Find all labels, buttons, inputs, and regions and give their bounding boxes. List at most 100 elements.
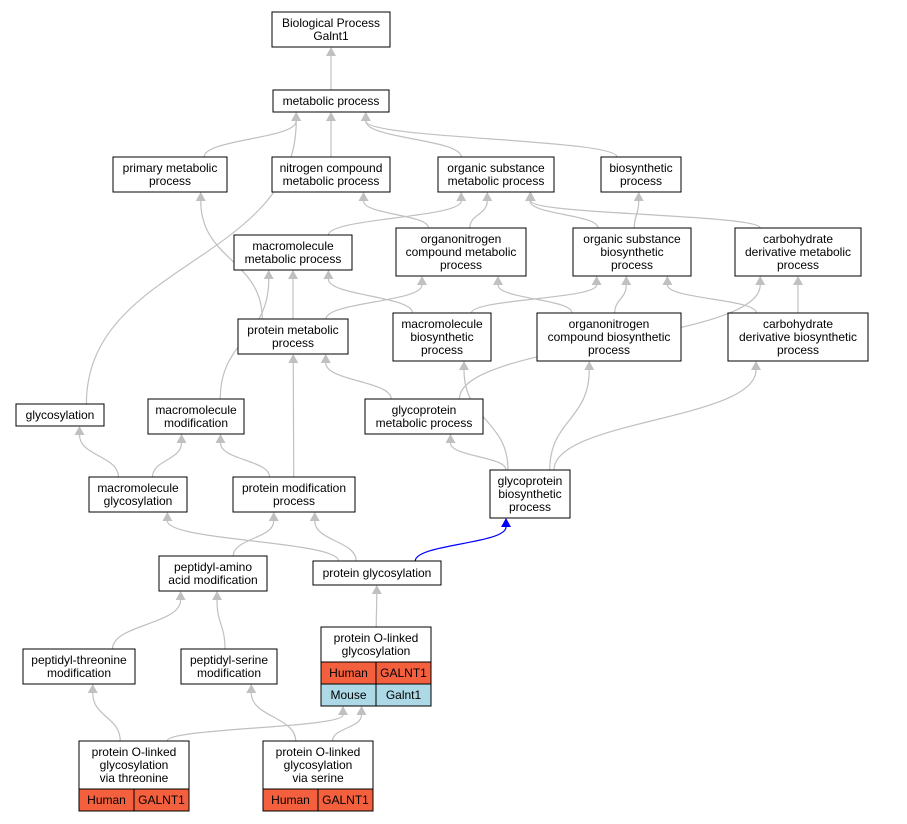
arrow-head-icon [326,112,336,121]
term-box [147,398,245,435]
term-label-line: macromolecule [401,317,483,331]
term-box [237,318,349,355]
arrow-head-icon [320,354,331,363]
edge-pols-to-psm [246,684,297,742]
edge-line [325,284,423,320]
term-box [536,312,682,362]
term-box [271,156,391,193]
term-label-line: process [421,343,463,357]
term-label-line: via serine [292,771,344,785]
term-label-line: modification [197,666,261,680]
term-label-line: biosynthetic [600,245,663,259]
term-box [489,469,571,519]
term-label-line: glycosylation [342,644,411,658]
edge-line [614,284,627,314]
edge-pmodp-to-mm [215,434,271,478]
term-label-line: organonitrogen [569,317,650,331]
go-term-pg[interactable]: protein glycosylation [312,560,442,586]
gene-cell [133,788,190,812]
term-box [158,555,268,592]
term-label-line: peptidyl-amino [174,560,252,574]
arrow-head-icon [358,192,369,201]
arrow-head-icon [215,434,226,443]
edge-cdbp-to-cdmp [793,276,803,314]
term-label-line: process [273,494,315,508]
edge-line [314,520,357,562]
term-label-line: process [777,343,819,357]
arrow-head-icon [371,585,382,594]
edge-oncbp-to-oncmp [493,276,573,314]
go-term-mp[interactable]: metabolic process [272,89,390,113]
term-label-line: primary metabolic [123,161,218,175]
term-label-line: Biological Process [282,16,380,30]
term-label-line: protein O-linked [276,745,361,759]
term-box [232,476,356,513]
term-box [734,227,862,277]
term-label-line: modification [164,416,228,430]
term-label-line: glycoprotein [392,403,457,417]
term-label-line: process [272,336,314,350]
term-label-line: glycosylation [104,494,173,508]
term-box [272,89,390,113]
arrow-head-icon [417,276,427,285]
edge-line [497,284,573,314]
edge-pol-to-pg [371,585,382,628]
edge-psm-to-pam [212,591,226,650]
term-box [312,560,442,586]
edge-line [111,599,182,650]
edge-line [203,120,297,158]
term-label-line: protein glycosylation [323,566,432,580]
edge-oncmp-to-osmp [469,192,493,229]
edge-mmp-to-osmp [327,192,467,236]
edge-line [216,599,226,650]
edge-line [414,526,507,562]
term-label-line: organonitrogen [421,232,502,246]
edge-pam-to-pmodp [232,512,279,557]
edge-prmp-to-mmp [288,270,298,320]
term-label-line: modification [47,666,111,680]
go-term-gly[interactable]: glycosylation [15,403,105,427]
arrow-head-icon [459,361,469,370]
term-label-line: derivative metabolic [745,245,851,259]
term-label-line: process [149,174,191,188]
edge-mp-to-bp [326,47,336,90]
edge-pg-to-mg [162,512,340,562]
arrow-head-icon [162,512,173,521]
term-label-line: protein metabolic [247,323,338,337]
arrow-head-icon [493,276,503,285]
edge-line [549,369,590,471]
edge-gpbp-to-cdbp [553,361,761,471]
gene-label: Galnt1 [386,688,422,702]
edge-mbp-to-osbp [470,276,602,314]
term-box [271,11,391,48]
term-label-line: carbohydrate [763,232,833,246]
